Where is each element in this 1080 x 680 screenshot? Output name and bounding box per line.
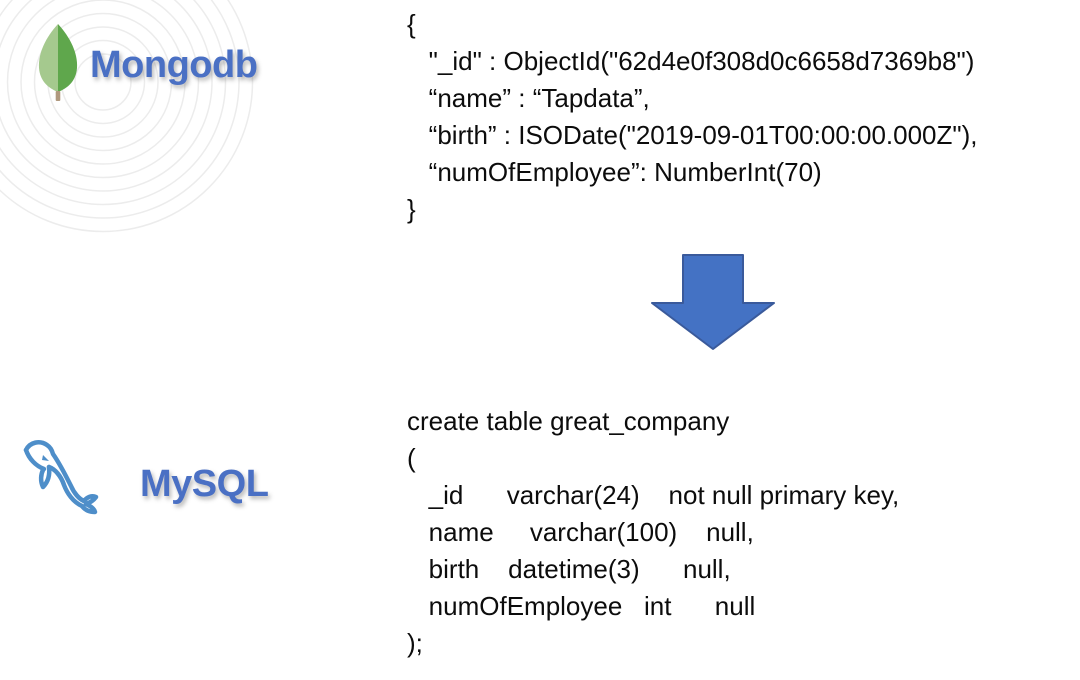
- mongodb-leaf-icon: [38, 24, 78, 101]
- mysql-ddl-code: create table great_company ( _id varchar…: [407, 406, 900, 658]
- mongodb-document-code: { "_id" : ObjectId("62d4e0f308d0c6658d73…: [407, 9, 978, 224]
- down-arrow-icon: [651, 254, 775, 350]
- mysql-label: MySQL: [140, 463, 269, 505]
- mysql-dolphin-icon: [23, 440, 99, 515]
- mongodb-label: Mongodb: [90, 44, 258, 86]
